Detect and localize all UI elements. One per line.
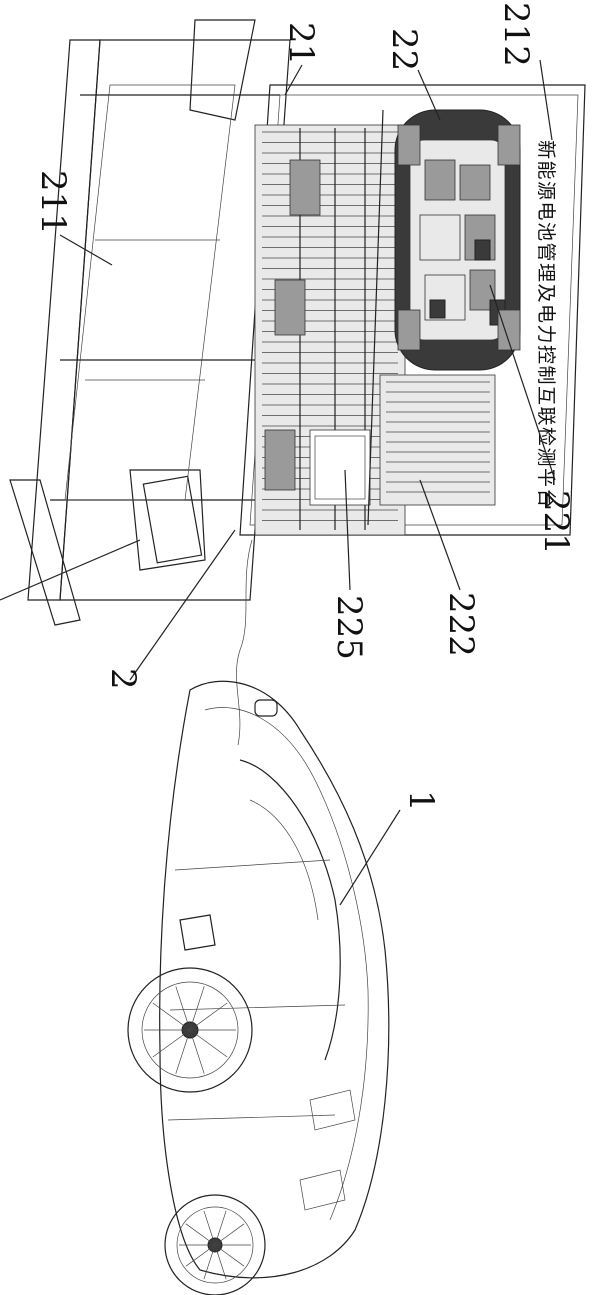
panel-title-char: 控 (535, 345, 557, 364)
rear-wheel (164, 1194, 266, 1295)
panel-title-char: 及 (535, 284, 557, 303)
panel-title-char: 新 (535, 140, 557, 159)
label-21: 21 (281, 22, 321, 65)
panel-title-char: 力 (535, 325, 557, 344)
label-2: 2 (103, 668, 143, 690)
panel-title-char: 能 (535, 161, 557, 180)
panel-title-char: 平 (535, 468, 557, 487)
panel-title-char: 源 (535, 181, 557, 200)
label-22: 22 (384, 28, 424, 71)
label-221: 221 (536, 490, 576, 555)
bench-frame (0, 19, 291, 626)
vehicle (127, 680, 390, 1295)
panel-title-char: 理 (535, 263, 557, 282)
label-212: 212 (496, 2, 536, 67)
leader-lines (59, 59, 556, 906)
connection-cable (236, 539, 253, 746)
label-211: 211 (33, 170, 73, 235)
label-1: 1 (401, 790, 441, 812)
panel-title-char: 测 (535, 448, 557, 467)
panel-title-char: 制 (535, 366, 557, 385)
lower-module-block (379, 374, 496, 506)
panel-title-char: 互 (535, 386, 557, 405)
display-screen (309, 429, 371, 506)
panel-title-char: 电 (535, 304, 557, 323)
label-225: 225 (329, 595, 369, 660)
panel-title-char: 联 (535, 407, 557, 426)
panel-title-char: 池 (535, 222, 557, 241)
reference-labels: 212 21 22 211 221 222 225 2 1 (33, 2, 576, 812)
panel-title-char: 管 (535, 243, 557, 262)
label-222: 222 (441, 592, 481, 657)
front-panel (239, 84, 586, 536)
front-wheel (127, 967, 253, 1093)
panel-title-char: 台 (535, 489, 557, 508)
panel-title-char: 电 (535, 202, 557, 221)
panel-title-char: 检 (535, 427, 557, 446)
battery-pack-diagram (394, 109, 521, 371)
